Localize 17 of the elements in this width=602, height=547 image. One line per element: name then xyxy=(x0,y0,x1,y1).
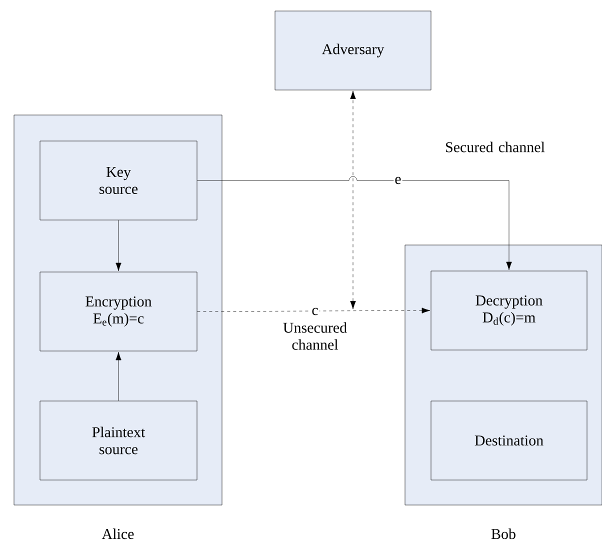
arrow xyxy=(350,90,356,310)
arrow xyxy=(197,176,512,270)
arrow xyxy=(197,308,430,314)
process-box: Encryption E$_{e}$(m)=c xyxy=(40,272,198,352)
process-box: Key source xyxy=(40,140,198,220)
arrow xyxy=(116,352,122,401)
group-label: Bob xyxy=(491,528,516,540)
process-box: Destination xyxy=(430,400,588,480)
arrow xyxy=(116,220,122,272)
channel-label: Unsecured channel xyxy=(283,322,347,350)
channel-label: Secured channel xyxy=(446,142,545,152)
process-box: Decryption D$_{d}$(c)=m xyxy=(430,270,588,350)
group-label: Alice xyxy=(102,528,134,540)
process-box: Plaintext source xyxy=(40,400,198,480)
edge-label: c xyxy=(310,306,320,316)
edge-label: e xyxy=(394,176,402,186)
process-box: Adversary xyxy=(274,10,432,90)
